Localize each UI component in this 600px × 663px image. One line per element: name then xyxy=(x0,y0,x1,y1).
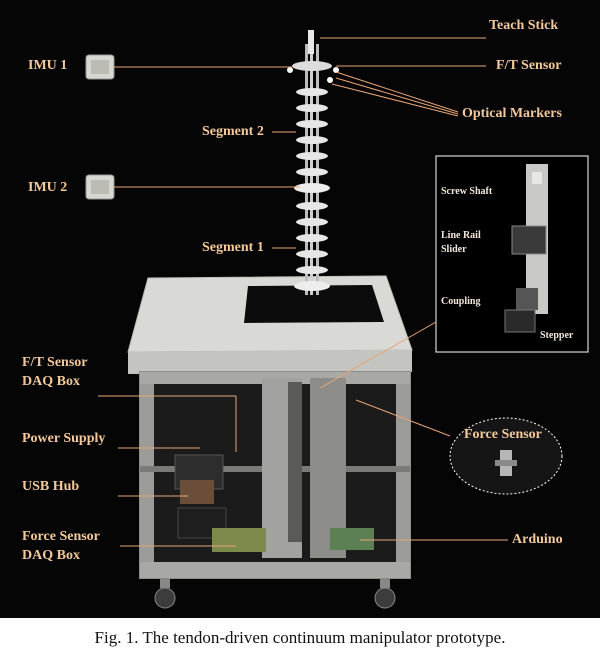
prototype-illustration xyxy=(85,30,589,609)
teach-stick xyxy=(308,30,314,54)
ft-sensor-disk xyxy=(292,61,332,71)
actuator-column xyxy=(288,382,302,542)
inset-label-screw-shaft: Screw Shaft xyxy=(441,186,493,197)
label-segment2: Segment 2 xyxy=(202,124,264,139)
label-segment1: Segment 1 xyxy=(202,240,264,255)
label-arduino: Arduino xyxy=(512,532,563,547)
leader-lines xyxy=(98,37,508,547)
cabinet-top-edge xyxy=(128,350,412,374)
base-plate xyxy=(244,285,384,323)
optical-marker xyxy=(327,77,333,83)
label-ft-sensor: F/T Sensor xyxy=(496,58,562,73)
inset-label-coupling: Coupling xyxy=(441,296,481,307)
inset-label-slider: Slider xyxy=(441,244,467,255)
usb-hub-box xyxy=(180,480,214,504)
arduino-board xyxy=(330,528,374,550)
inset-linear-stage xyxy=(435,155,589,353)
label-force-daq-line1: Force Sensor xyxy=(22,529,100,544)
inset-label-stepper: Stepper xyxy=(540,330,574,341)
caster-left xyxy=(160,578,170,588)
label-power-supply: Power Supply xyxy=(22,431,106,446)
frame-post-left xyxy=(140,372,154,578)
optical-marker xyxy=(287,67,293,73)
stepper-motor xyxy=(504,309,536,333)
label-ft-daq-line1: F/T Sensor xyxy=(22,355,88,370)
label-usb-hub: USB Hub xyxy=(22,479,80,494)
imu1-chip xyxy=(85,54,115,80)
slider xyxy=(511,225,547,255)
optical-marker xyxy=(333,67,339,73)
label-ft-daq-line2: DAQ Box xyxy=(22,374,80,389)
frame-post-right xyxy=(396,372,410,578)
inset-label-line-rail: Line Rail xyxy=(441,230,481,241)
label-imu1: IMU 1 xyxy=(28,58,68,73)
label-teach-stick: Teach Stick xyxy=(489,18,559,33)
caster-right xyxy=(380,578,390,588)
label-force-sensor: Force Sensor xyxy=(464,427,542,442)
imu2-chip xyxy=(85,174,115,200)
frame-rail-bottom xyxy=(140,562,410,578)
force-daq-board xyxy=(212,528,266,552)
label-force-daq-line2: DAQ Box xyxy=(22,548,80,563)
coupling xyxy=(516,288,538,310)
figure-photo: Teach Stick F/T Sensor Optical Markers I… xyxy=(0,0,600,618)
continuum-manipulator xyxy=(287,30,339,295)
figure-caption: Fig. 1. The tendon-driven continuum mani… xyxy=(94,628,506,647)
wheel-right xyxy=(374,587,396,609)
wheel-left xyxy=(154,587,176,609)
label-imu2: IMU 2 xyxy=(28,180,68,195)
label-optical-markers: Optical Markers xyxy=(462,106,562,121)
force-sensor-inset xyxy=(449,417,563,495)
